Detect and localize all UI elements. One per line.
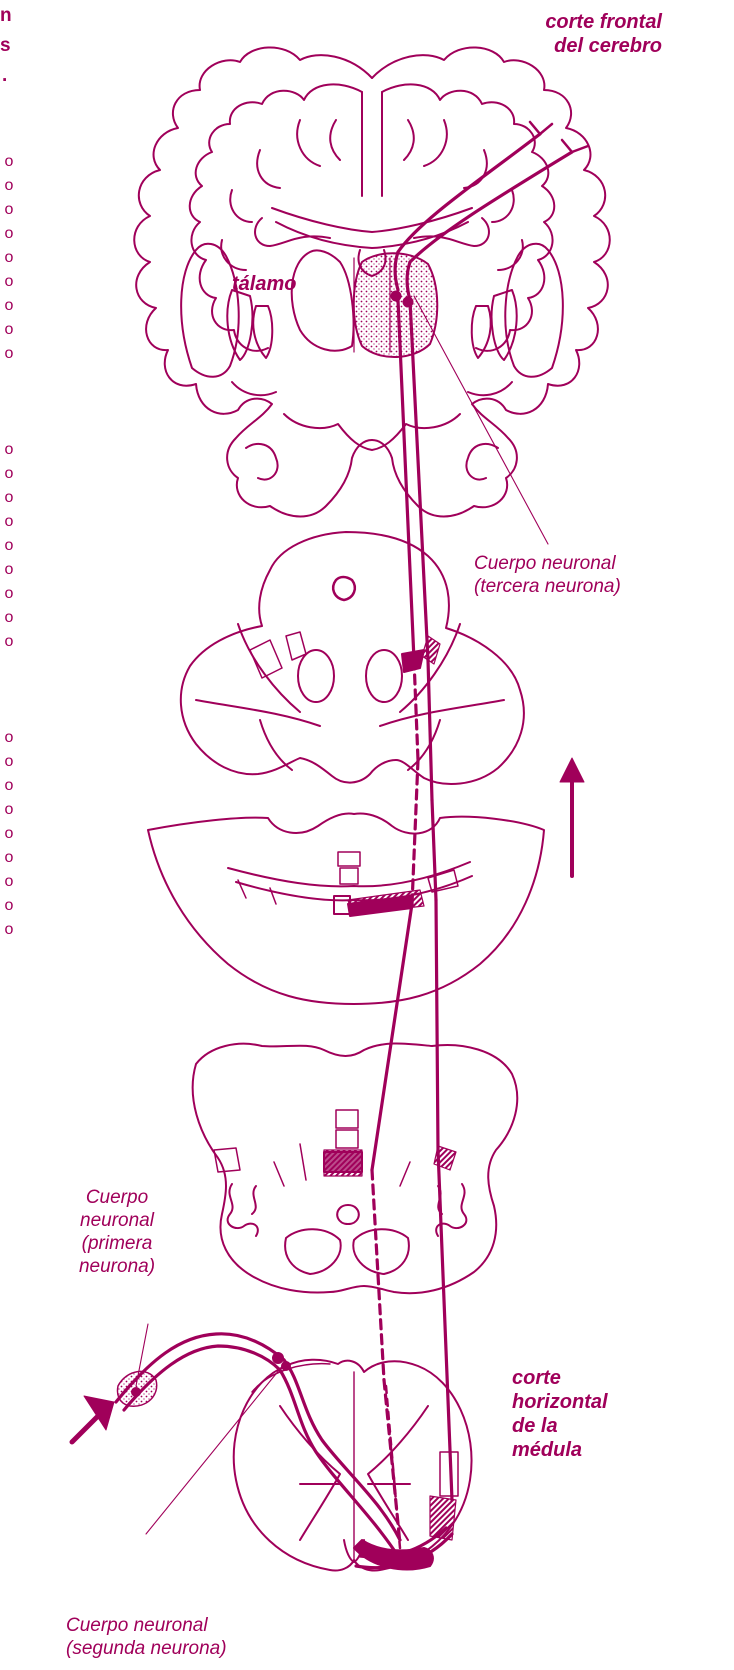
- third-neuron-label: Cuerpo neuronal (tercera neurona): [474, 552, 621, 598]
- clipped-glyph: o: [2, 342, 16, 438]
- direction-arrows: [72, 758, 584, 1442]
- frontal-cut-label-line2: del cerebro: [462, 34, 662, 58]
- clipped-glyph: o: [2, 294, 16, 318]
- second-neuron-label-line2: (segunda neurona): [66, 1637, 227, 1660]
- margin-letter: s: [0, 30, 11, 62]
- clipped-glyph: o: [2, 318, 16, 342]
- first-neuron-label-line2: neuronal: [62, 1209, 172, 1232]
- clipped-glyph: o: [2, 630, 16, 726]
- margin-letter: n: [0, 0, 12, 32]
- horizontal-cut-label: corte horizontal de la médula: [512, 1366, 608, 1462]
- clipped-glyph: o: [2, 246, 16, 270]
- midbrain-section: [181, 532, 524, 784]
- clipped-glyph: o: [2, 222, 16, 246]
- clipped-glyph: o: [2, 270, 16, 294]
- clipped-glyph: o: [2, 606, 16, 630]
- horizontal-cut-label-line2: horizontal: [512, 1390, 608, 1414]
- spinal-cord-section: [234, 1360, 472, 1571]
- clipped-glyph: o: [2, 750, 16, 774]
- clipped-glyph: o: [2, 582, 16, 606]
- horizontal-cut-label-line3: de la: [512, 1414, 608, 1438]
- clipped-glyph: o: [2, 510, 16, 534]
- third-neuron-label-line2: (tercera neurona): [474, 575, 621, 598]
- clipped-glyph: o: [2, 534, 16, 558]
- first-neuron-label-line1: Cuerpo: [62, 1186, 172, 1209]
- first-neuron-label-line4: neurona): [62, 1255, 172, 1278]
- clipped-glyph: o: [2, 894, 16, 918]
- clipped-glyph: o: [2, 198, 16, 222]
- frontal-cut-label-line1: corte frontal: [462, 10, 662, 34]
- clipped-glyph: o: [2, 846, 16, 870]
- clipped-glyph: o: [2, 822, 16, 846]
- frontal-cut-label: corte frontal del cerebro: [462, 10, 662, 58]
- margin-letter: .: [2, 60, 7, 92]
- clipped-glyph: o: [2, 438, 16, 462]
- clipped-glyph: o: [2, 486, 16, 510]
- clipped-glyph: o: [2, 462, 16, 486]
- clipped-glyph: o: [2, 726, 16, 750]
- clipped-glyph: o: [2, 150, 16, 174]
- clipped-glyph: o: [2, 918, 16, 1014]
- pons-section: [148, 814, 544, 1005]
- clipped-glyph: o: [2, 174, 16, 198]
- clipped-glyph: o: [2, 798, 16, 822]
- second-neuron-label-line1: Cuerpo neuronal: [66, 1614, 227, 1637]
- clipped-glyph: o: [2, 558, 16, 582]
- first-neuron-label: Cuerpo neuronal (primera neurona): [62, 1186, 172, 1278]
- third-neuron-label-line1: Cuerpo neuronal: [474, 552, 621, 575]
- horizontal-cut-label-line4: médula: [512, 1438, 608, 1462]
- brain-frontal-section: [134, 47, 610, 516]
- first-neuron-label-line3: (primera: [62, 1232, 172, 1255]
- clipped-glyph: o: [2, 870, 16, 894]
- thalamus-label: tálamo: [232, 272, 296, 296]
- horizontal-cut-label-line1: corte: [512, 1366, 608, 1390]
- neuron-bodies: [132, 292, 433, 1570]
- second-neuron-label: Cuerpo neuronal (segunda neurona): [66, 1614, 227, 1660]
- clipped-glyph: o: [2, 774, 16, 798]
